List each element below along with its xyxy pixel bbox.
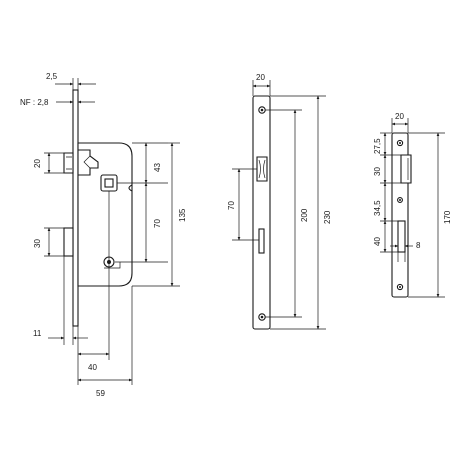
faceplate-bolt-slot [258,228,265,254]
dim-spindle-to-top: 43 [153,163,162,172]
dim-faceplate-width: 20 [256,73,265,82]
latch-front-profile [258,159,266,179]
dim-body-height: 135 [178,208,187,222]
latch-mechanism [78,149,99,176]
dim-strike-length: 170 [443,210,452,224]
dim-bolt-height: 30 [33,239,42,248]
latch-detail [66,156,72,170]
latch [63,152,74,174]
strike-latch-opening [400,154,412,184]
dim-body-depth: 59 [96,389,105,398]
lock-faceplate [72,89,79,327]
dim-strike-latch-slot: 30 [373,167,382,176]
dim-nf-thickness: NF : 2,8 [20,98,49,107]
case-notch [128,184,133,192]
spindle-follower [100,174,118,192]
dim-fixing-centres: 200 [300,208,309,222]
dim-strike-bolt-slot-width: 8 [416,241,421,250]
dim-faceplate-thickness: 2,5 [46,72,58,81]
dim-faceplate-length: 230 [323,210,332,224]
dim-strike-top-offset: 27,5 [373,138,382,154]
dim-offset-left: 11 [33,329,42,338]
spindle-square-hole [104,178,114,188]
dim-strike-slot-spacing: 34,5 [373,200,382,216]
dim-latch-to-bolt: 70 [227,201,236,210]
lock-body-view: 2,5 NF : 2,8 20 30 43 70 135 1 [20,72,187,398]
strike-plate-view: 20 27,5 30 34,5 40 8 170 [373,112,452,298]
dim-spindle-to-key: 70 [153,219,162,228]
faceplate-front [252,95,271,330]
faceplate-latch-opening [256,156,268,182]
dim-backset: 40 [88,363,97,372]
dim-strike-width: 20 [395,112,404,121]
strike-bolt-slot [397,220,406,253]
latch-spring [83,155,91,169]
dim-latch-height: 20 [33,159,42,168]
lock-case [77,142,133,287]
faceplate-view: 20 70 200 230 [227,73,332,330]
bolt [63,227,74,257]
dim-strike-bolt-slot: 40 [373,237,382,246]
